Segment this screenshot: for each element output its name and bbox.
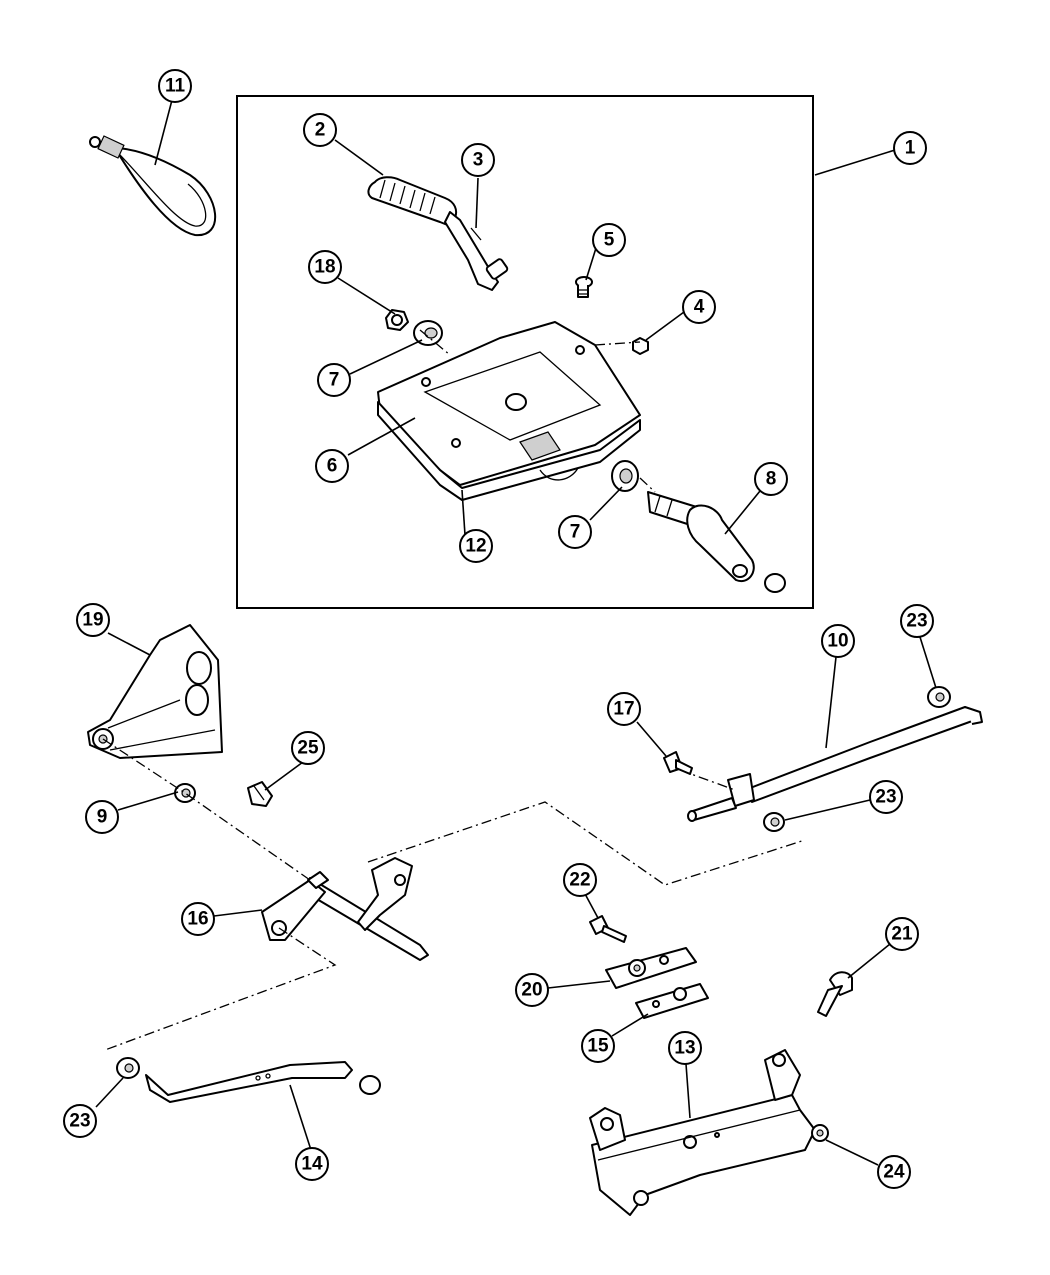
part-nut-4 (632, 337, 649, 355)
assembly-path-lines (102, 329, 806, 1051)
part-cross-shaft (261, 857, 429, 961)
svg-text:15: 15 (587, 1036, 609, 1057)
callout-3: 3 (461, 143, 495, 177)
callout-23-lower-left: 23 (63, 1104, 97, 1138)
part-bolt-17 (663, 751, 693, 775)
svg-text:1: 1 (905, 138, 916, 159)
part-shaft-lever (647, 491, 786, 593)
svg-text:25: 25 (297, 738, 319, 759)
callout-18: 18 (308, 250, 342, 284)
svg-text:18: 18 (314, 257, 335, 278)
callout-10: 10 (821, 624, 855, 658)
svg-text:19: 19 (82, 610, 103, 631)
svg-text:12: 12 (465, 536, 486, 557)
svg-text:7: 7 (329, 370, 340, 391)
callout-22: 22 (563, 863, 597, 897)
svg-text:23: 23 (875, 787, 896, 808)
part-plate-15 (635, 983, 709, 1019)
svg-text:6: 6 (327, 456, 338, 477)
svg-text:17: 17 (613, 699, 634, 720)
callout-13: 13 (668, 1031, 702, 1065)
svg-text:10: 10 (827, 631, 848, 652)
part-bracket (87, 624, 223, 759)
part-grommet-23a (927, 686, 951, 708)
callout-16: 16 (181, 902, 215, 936)
callout-23-upper-right: 23 (900, 604, 934, 638)
callout-14: 14 (295, 1147, 329, 1181)
svg-text:2: 2 (315, 120, 326, 141)
assembly-frame (236, 95, 814, 609)
callout-9: 9 (85, 800, 119, 834)
part-shift-lever (367, 176, 509, 291)
callout-25: 25 (291, 731, 325, 765)
part-bushing-upper (413, 320, 443, 346)
svg-text:9: 9 (97, 807, 108, 828)
svg-text:13: 13 (674, 1038, 695, 1059)
callout-24: 24 (877, 1155, 911, 1189)
part-screw-25 (247, 781, 273, 807)
callout-19: 19 (76, 603, 110, 637)
callout-4: 4 (682, 290, 716, 324)
callout-5: 5 (592, 223, 626, 257)
part-plate-20 (605, 947, 697, 989)
svg-text:23: 23 (906, 611, 927, 632)
part-grommet-23c (116, 1057, 140, 1079)
svg-text:14: 14 (301, 1154, 323, 1175)
callout-7-upper: 7 (317, 363, 351, 397)
callout-8: 8 (754, 462, 788, 496)
svg-text:4: 4 (694, 297, 705, 318)
part-bushing-lower (611, 460, 639, 492)
part-screw-5 (575, 276, 593, 298)
callout-6: 6 (315, 449, 349, 483)
callout-11: 11 (158, 69, 192, 103)
svg-text:8: 8 (766, 469, 777, 490)
part-nut-9 (174, 783, 196, 803)
callout-2: 2 (303, 113, 337, 147)
part-grommet-23b (763, 812, 785, 832)
svg-text:7: 7 (570, 522, 581, 543)
svg-text:3: 3 (473, 150, 484, 171)
part-bolt-21 (817, 971, 853, 1017)
part-shift-rod-10 (687, 706, 983, 822)
svg-text:21: 21 (891, 924, 913, 945)
part-shift-rod-14 (145, 1061, 381, 1103)
callout-1: 1 (893, 131, 927, 165)
callout-20: 20 (515, 973, 549, 1007)
callout-23-middle-right: 23 (869, 780, 903, 814)
part-shift-plate (377, 321, 641, 501)
svg-text:24: 24 (883, 1162, 905, 1183)
svg-text:20: 20 (521, 980, 542, 1001)
svg-text:5: 5 (604, 230, 615, 251)
callout-21: 21 (885, 917, 919, 951)
part-bolt-22 (589, 915, 627, 943)
part-cable-strap (89, 135, 217, 237)
leader-lines (95, 99, 937, 1166)
callout-12: 12 (459, 529, 493, 563)
svg-text:23: 23 (69, 1111, 90, 1132)
part-pin (470, 227, 482, 241)
callout-7-lower: 7 (558, 515, 592, 549)
part-crossmember (589, 1049, 829, 1216)
svg-text:22: 22 (569, 870, 590, 891)
part-clip (385, 309, 409, 331)
callout-15: 15 (581, 1029, 615, 1063)
svg-text:11: 11 (165, 76, 186, 97)
callout-17: 17 (607, 692, 641, 726)
svg-text:16: 16 (187, 909, 208, 930)
